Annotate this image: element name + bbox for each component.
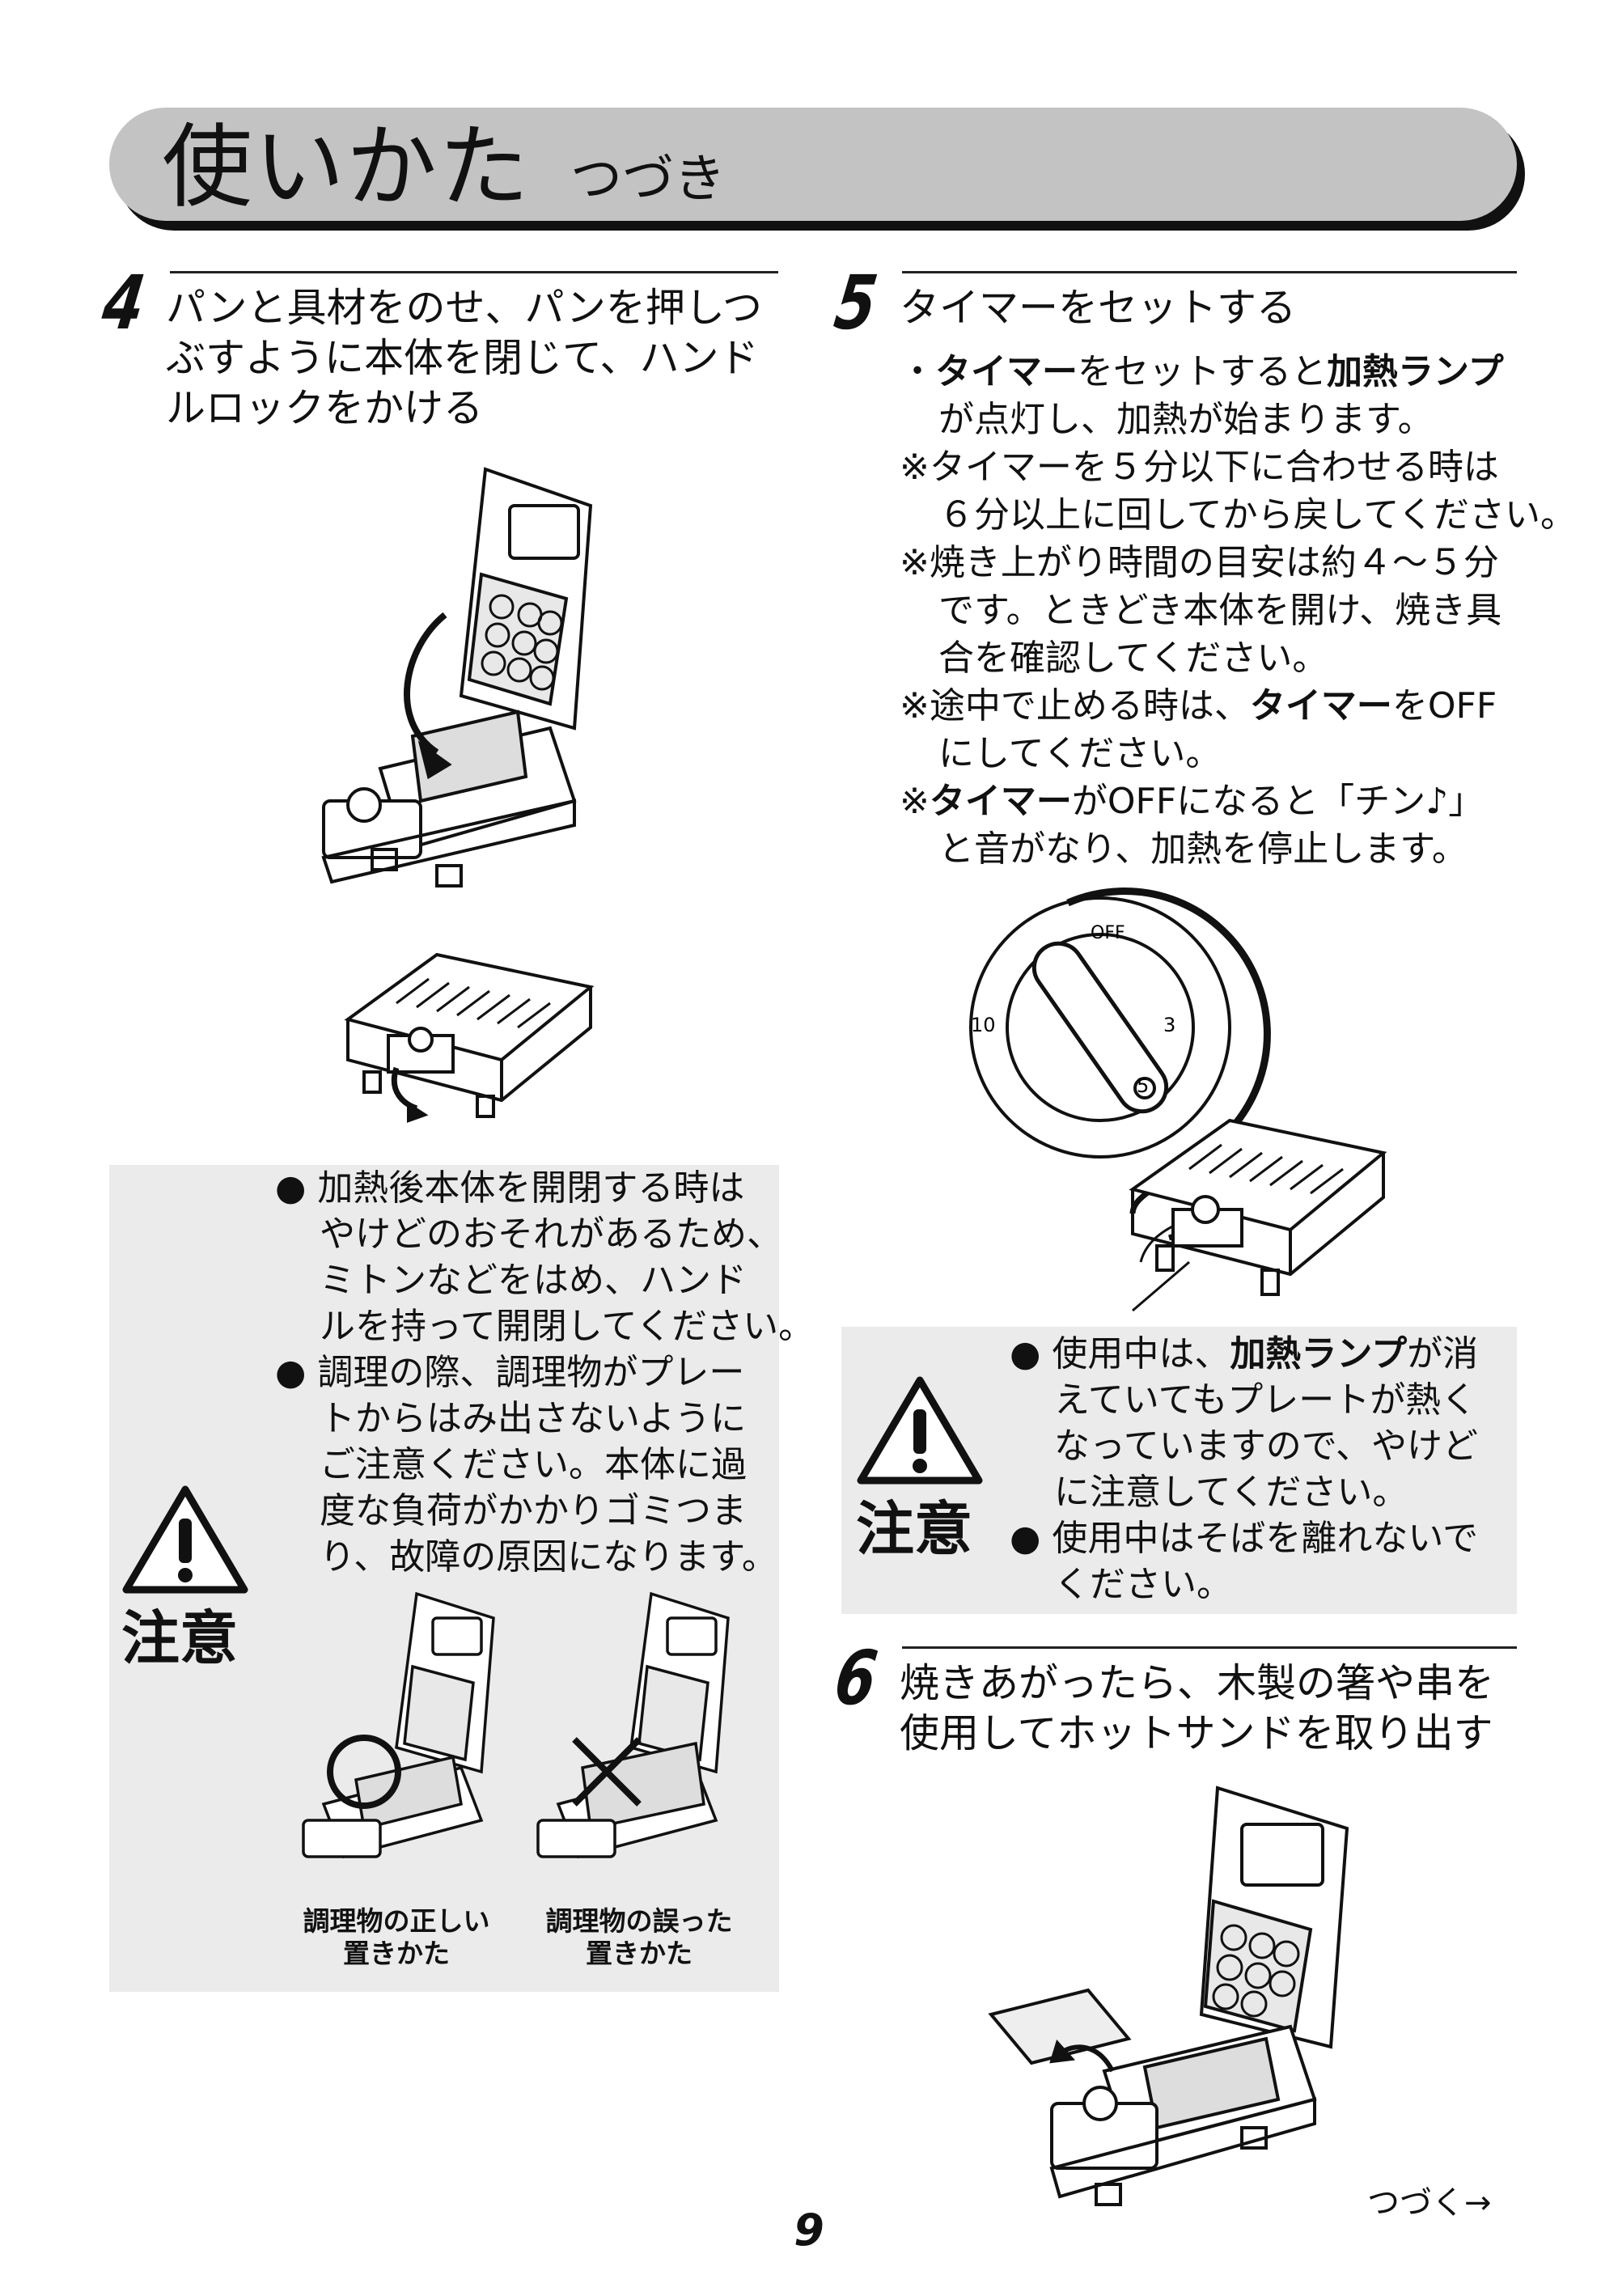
page-subtitle: つづき — [570, 150, 726, 210]
step-4-number: 4 — [97, 260, 150, 346]
step-5-body: ・タイマーをセットすると加熱ランプ が点灯し、加熱が始まります。 ※タイマーを５… — [900, 351, 1577, 870]
dial-3-label: 3 — [1163, 1014, 1175, 1036]
caution-left-bullets: ● 加熱後本体を開閉する時は やけどのおそれがあるため、 ミトンなどをはめ、ハン… — [275, 1167, 815, 1578]
bullet-icon: ● — [275, 1167, 307, 1209]
step-5-number: 5 — [829, 260, 883, 346]
warning-triangle-icon — [857, 1376, 983, 1485]
caption-correct: 調理物の正しい 置きかた — [303, 1905, 490, 1969]
closed-maker-illustration — [344, 952, 595, 1123]
dial-5-label: 5 — [1137, 1074, 1149, 1097]
step-6-rule — [902, 1646, 1517, 1649]
open-maker-illustration — [321, 467, 593, 887]
remove-sandwich-illustration — [988, 1786, 1349, 2206]
step-5-rule — [902, 271, 1517, 273]
caution-right-bullets: ● 使用中は、加熱ランプが消 えていてもプレートが熱く なっていますので、やけど… — [1010, 1333, 1479, 1605]
dial-off-label: OFF — [1091, 923, 1125, 943]
step-4-heading: パンと具材をのせ、パンを押しつ ぶすように本体を閉じて、ハンド ルロックをかける — [166, 285, 762, 431]
page-number: 9 — [794, 2205, 824, 2256]
bullet-icon: ● — [1010, 1518, 1041, 1559]
step-6-number: 6 — [829, 1635, 883, 1722]
page-title: 使いかた — [162, 115, 531, 220]
section-header-bar — [109, 108, 1517, 221]
continue-indicator: つづく→ — [1367, 2184, 1492, 2222]
bullet-icon: ● — [275, 1352, 307, 1393]
step-4-rule — [170, 271, 778, 273]
incorrect-placement-illustration — [536, 1591, 730, 1859]
closed-maker-timer-illustration — [1129, 1118, 1387, 1296]
caution-label-right: 注意 — [856, 1495, 973, 1563]
warning-triangle-icon — [122, 1485, 248, 1594]
bullet-icon: ● — [1010, 1333, 1041, 1375]
step-5-heading: タイマーをセットする — [900, 285, 1297, 331]
caption-incorrect: 調理物の誤った 置きかた — [545, 1905, 733, 1969]
correct-placement-illustration — [302, 1591, 495, 1859]
caution-label-left: 注意 — [121, 1604, 239, 1672]
step-6-heading: 焼きあがったら、木製の箸や串を 使用してホットサンドを取り出す — [900, 1660, 1495, 1756]
dial-10-label: 10 — [971, 1014, 996, 1036]
